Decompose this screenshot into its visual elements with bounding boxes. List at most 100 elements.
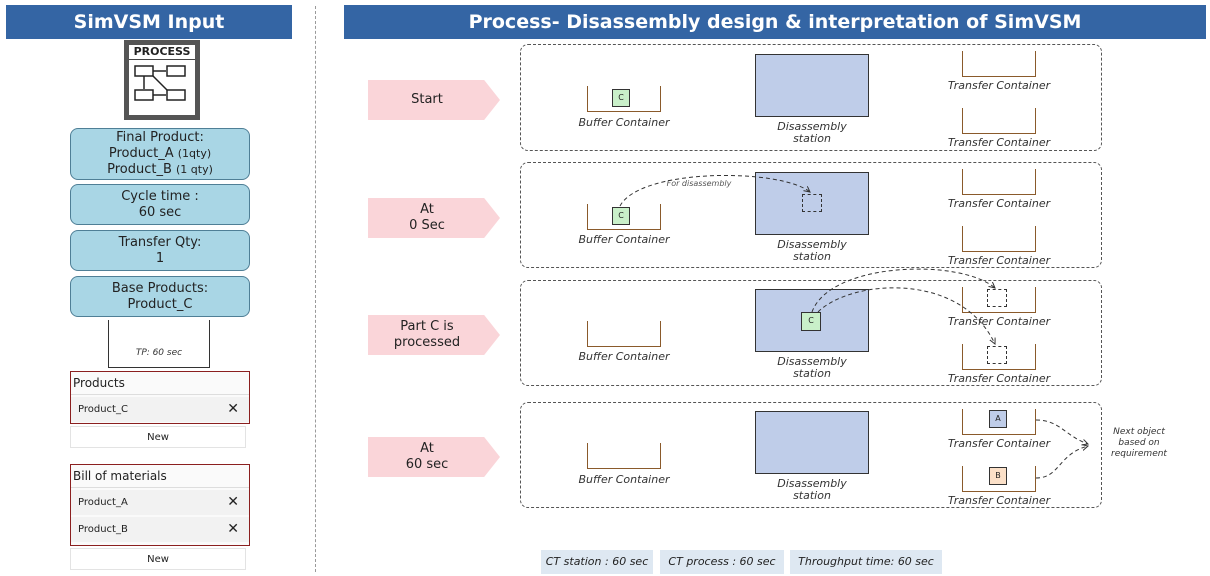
transfer-container bbox=[962, 108, 1036, 134]
arrow-to-station bbox=[619, 175, 810, 207]
part-b: B bbox=[989, 467, 1007, 485]
cycle-time-title: Cycle time : bbox=[121, 188, 199, 204]
part-a: A bbox=[989, 410, 1007, 428]
arrow-to-transfer-1 bbox=[811, 268, 995, 313]
stage-label: Part C is bbox=[400, 319, 454, 334]
arrow-to-transfer-2 bbox=[817, 287, 995, 344]
product-a-item: Product_A bbox=[78, 497, 128, 508]
next-note-line: requirement bbox=[1111, 449, 1167, 459]
buffer-container bbox=[587, 443, 661, 469]
base-products-pill: Base Products: Product_C bbox=[70, 276, 250, 317]
final-product-a-qty: (1qty) bbox=[177, 147, 212, 160]
close-icon[interactable]: ✕ bbox=[227, 494, 239, 510]
product-b-item: Product_B bbox=[78, 524, 128, 535]
transfer-label: Transfer Container bbox=[947, 437, 1051, 450]
for-disassembly-label: For disassembly bbox=[666, 179, 732, 188]
base-products-value: Product_C bbox=[127, 296, 193, 312]
transfer-label: Transfer Container bbox=[947, 315, 1051, 328]
products-new-button[interactable]: New bbox=[70, 426, 246, 448]
buffer-container bbox=[587, 86, 661, 112]
products-panel: Products Product_C ✕ bbox=[70, 371, 250, 424]
transfer-label: Transfer Container bbox=[947, 136, 1051, 149]
buffer-container bbox=[587, 321, 661, 347]
stage-label: 60 sec bbox=[405, 457, 449, 472]
part-c: C bbox=[612, 207, 630, 225]
station-label-l2: station bbox=[793, 367, 831, 380]
stage-label: processed bbox=[393, 335, 461, 350]
buffer-label: Buffer Container bbox=[578, 350, 670, 363]
stage-label: Start bbox=[411, 92, 443, 107]
transfer-qty-value: 1 bbox=[155, 250, 165, 266]
stage-box-4 bbox=[520, 402, 1102, 508]
left-header: SimVSM Input bbox=[6, 5, 292, 39]
arrow-b-next bbox=[1035, 446, 1088, 479]
buffer-label: Buffer Container bbox=[578, 116, 670, 129]
target-slot bbox=[987, 346, 1007, 364]
close-icon[interactable]: ✕ bbox=[227, 521, 239, 537]
buffer-label: Buffer Container bbox=[578, 473, 670, 486]
ct-process-metric: CT process : 60 sec bbox=[660, 550, 784, 574]
transfer-label: Transfer Container bbox=[947, 197, 1051, 210]
station-label-l1: Disassembly bbox=[777, 355, 847, 368]
final-product-b: Product_B bbox=[107, 162, 172, 177]
ct-station-metric: CT station : 60 sec bbox=[541, 550, 653, 574]
transfer-qty-title: Transfer Qty: bbox=[118, 234, 202, 250]
stage-box-3 bbox=[520, 280, 1102, 386]
station-label-l2: station bbox=[793, 489, 831, 502]
products-panel-title: Products bbox=[71, 372, 249, 395]
buffer-label: Buffer Container bbox=[578, 233, 670, 246]
final-product-pill: Final Product: Product_A (1qty) Product_… bbox=[70, 128, 250, 180]
transfer-label: Transfer Container bbox=[947, 494, 1051, 507]
base-products-title: Base Products: bbox=[111, 280, 209, 296]
bom-panel: Bill of materials Product_A ✕ Product_B … bbox=[70, 464, 250, 546]
list-item[interactable]: Product_C ✕ bbox=[71, 397, 249, 422]
transfer-container bbox=[962, 466, 1036, 492]
right-header: Process- Disassembly design & interpreta… bbox=[344, 5, 1206, 39]
close-icon[interactable]: ✕ bbox=[227, 401, 239, 417]
final-product-a: Product_A bbox=[108, 146, 174, 161]
next-object-note: Next object based on requirement bbox=[1104, 427, 1174, 460]
stage-label: At bbox=[420, 202, 434, 217]
stage-start: Start bbox=[368, 80, 500, 120]
final-product-title: Final Product: bbox=[116, 130, 204, 145]
bom-new-button[interactable]: New bbox=[70, 548, 246, 570]
stage-label: At bbox=[420, 441, 434, 456]
station-label-l2: station bbox=[793, 132, 831, 145]
station-label-l1: Disassembly bbox=[777, 477, 847, 490]
arrow-a-next bbox=[1035, 419, 1088, 444]
buffer-container bbox=[587, 204, 661, 230]
transfer-label: Transfer Container bbox=[947, 79, 1051, 92]
process-flow-icon: PROCESS bbox=[124, 40, 200, 120]
throughput-metric: Throughput time: 60 sec bbox=[790, 550, 942, 574]
disassembly-station bbox=[755, 54, 869, 117]
transfer-label: Transfer Container bbox=[947, 372, 1051, 385]
list-item[interactable]: Product_A ✕ bbox=[71, 490, 249, 515]
tp-label: TP: 60 sec bbox=[135, 348, 183, 358]
process-icon-label: PROCESS bbox=[129, 45, 195, 60]
bom-panel-title: Bill of materials bbox=[71, 465, 249, 488]
disassembly-station bbox=[755, 172, 869, 235]
final-product-b-qty: (1 qty) bbox=[176, 163, 213, 176]
next-note-line: based on bbox=[1118, 438, 1160, 448]
cycle-time-value: 60 sec bbox=[138, 204, 182, 220]
target-slot bbox=[802, 194, 822, 212]
stage-label: 0 Sec bbox=[409, 218, 445, 233]
station-label-l2: station bbox=[793, 250, 831, 263]
station-label-l1: Disassembly bbox=[777, 238, 847, 251]
list-item[interactable]: Product_B ✕ bbox=[71, 517, 249, 542]
stage-box-1 bbox=[520, 44, 1102, 151]
transfer-container bbox=[962, 287, 1036, 313]
transfer-qty-pill: Transfer Qty: 1 bbox=[70, 230, 250, 271]
disassembly-station bbox=[755, 411, 869, 474]
station-label-l1: Disassembly bbox=[777, 120, 847, 133]
transfer-container bbox=[962, 344, 1036, 370]
next-note-line: Next object bbox=[1113, 427, 1165, 437]
transfer-container bbox=[962, 226, 1036, 252]
part-c: C bbox=[612, 89, 630, 107]
transfer-container bbox=[962, 409, 1036, 435]
